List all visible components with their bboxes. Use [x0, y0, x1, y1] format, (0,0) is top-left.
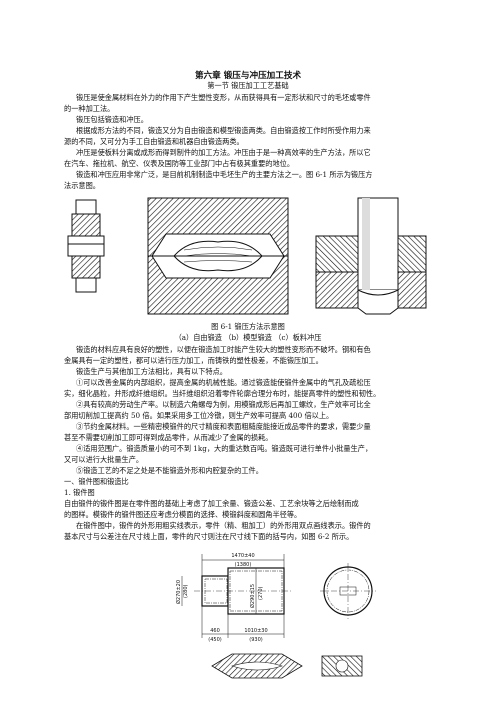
- para-line: 源的不同，又可分为手工自由锻造和机器自由锻造两类。: [64, 137, 244, 146]
- figure1-caption: 图 6-1 锻压方法示意图: [211, 322, 285, 331]
- para-line: 锻压包括锻造和冲压。: [76, 115, 148, 124]
- para-line: ①可以改善金属的内部组织，提高金属的机械性能。通过锻造能使锻件金属中的气孔及疏松…: [76, 378, 371, 387]
- dim-bottom-right: 1010±30: [244, 628, 267, 634]
- para-line: 冲压是使板料分离或成形而得到制件的加工方法。冲压由于是一种高效率的生产方法，所以…: [76, 148, 371, 157]
- dim-bottom-left: 460: [210, 628, 220, 634]
- para-line: ④适用范围广。锻造质量小的可不到 1kg，大的重达数百吨。锻造既可进行单件小批量…: [76, 444, 373, 453]
- dim-center-b: (270): [258, 587, 264, 600]
- para-line: 的图样。模锻件的锻件图还应考虑分模面的选择、模锻斜度和圆角半径等。: [64, 510, 302, 519]
- para-line: 实，细化晶粒，并形成纤维组织。当纤维组织沿着零件轮廓合理分布时，能提高零件的塑性…: [64, 389, 381, 398]
- dim-center-a: Ø290±15: [249, 584, 256, 608]
- figure1-subcaption: （a）自由锻造 （b）模型锻造 （c）板料冲压: [174, 333, 322, 342]
- para-line: 自由锻件的锻件图是在零件图的基础上考虑了加工余量、锻造公差、工艺余块等之后绘制而…: [64, 499, 359, 508]
- figure-forging-methods: [67, 197, 427, 315]
- para-line: 法示意图。: [64, 181, 100, 190]
- para-line: 锻造生产与其他加工方法相比，具有以下特点。: [76, 367, 227, 376]
- heading-section: 一、锻件图和锻造比: [64, 477, 129, 486]
- heading-subsection: 1. 锻件图: [64, 488, 95, 497]
- para-line: 金属具有一定的塑性，都可以进行压力加工，而铸铁的塑性极差，不能锻压加工。: [64, 356, 323, 365]
- para-line: 基本尺寸与公差注在尺寸线上面，零件的尺寸则注在尺寸线下面的括号内，如图 6-2 …: [64, 532, 354, 541]
- dim-top-sub: (1380): [235, 562, 252, 568]
- para-line: 部用切削加工提高约 50 倍。如果采用多工位冷镦，则生产效率可提高 400 倍以…: [64, 411, 334, 420]
- para-line: 在锻件图中，锻件的外形用粗实线表示，零件（精、粗加工）的外形用双点画线表示。锻件…: [76, 521, 371, 530]
- dim-top: 1470±40: [231, 553, 254, 559]
- stamping-drawing: [315, 197, 427, 315]
- end-view: [320, 563, 376, 619]
- para-line: 根据成形方法的不同，锻造又分为自由锻造和模型锻造两类。自由锻造按工作时所受作用力…: [76, 126, 371, 135]
- chapter-title: 第六章 锻压与冲压加工技术: [194, 71, 302, 81]
- dim-bottom-left-sub: (450): [208, 637, 221, 643]
- dim-bottom-right-sub: (930): [249, 637, 262, 643]
- lower-sketch: [211, 653, 363, 679]
- dim-left-b: (280): [183, 585, 189, 598]
- para-line: ⑤锻造工艺的不足之处是不能锻造外形和内腔复杂的工件。: [76, 466, 263, 475]
- para-line: 锻压是使金属材料在外力的作用下产生塑性变形，从而获得具有一定形状和尺寸的毛坯或零…: [76, 93, 371, 102]
- para-line: ②具有较高的劳动生产率。以制造六角螺母为例，用模锻成形后再加工螺纹，生产效率可比…: [76, 400, 371, 409]
- para-line: 的一种加工法。: [64, 104, 115, 113]
- dim-left-a: Ø270±20: [175, 580, 182, 604]
- para-line: 锻造和冲压应用非常广泛，是目前机制制造中毛坯生产的主要方法之一。图 6-1 所示…: [76, 170, 373, 179]
- para-line: 甚至不需要切削加工即可得到成品零件，从而减少了金属的损耗。: [64, 433, 273, 442]
- die-forging-drawing: [147, 197, 289, 315]
- figure-forging-drawing: 1470±40 (1380) Ø270±20 (280) Ø290±15 (27…: [175, 553, 376, 679]
- para-line: 在汽车、拖拉机、航空、仪表及国防等工业部门中占有极其重要的地位。: [64, 159, 295, 168]
- section-title: 第一节 锻压加工工艺基础: [207, 81, 289, 90]
- para-line: 又可以进行大批量生产。: [64, 455, 144, 464]
- para-line: ③节约金属材料。一些精密模锻件的尺寸精度和表面粗糙度能接近成品零件的要求，需要少…: [76, 422, 371, 431]
- free-forging-drawing: [67, 199, 105, 293]
- para-line: 锻造的材料应具有良好的塑性，以便在锻造加工时能产生较大的塑性变形而不破坏。钢和有…: [76, 345, 371, 354]
